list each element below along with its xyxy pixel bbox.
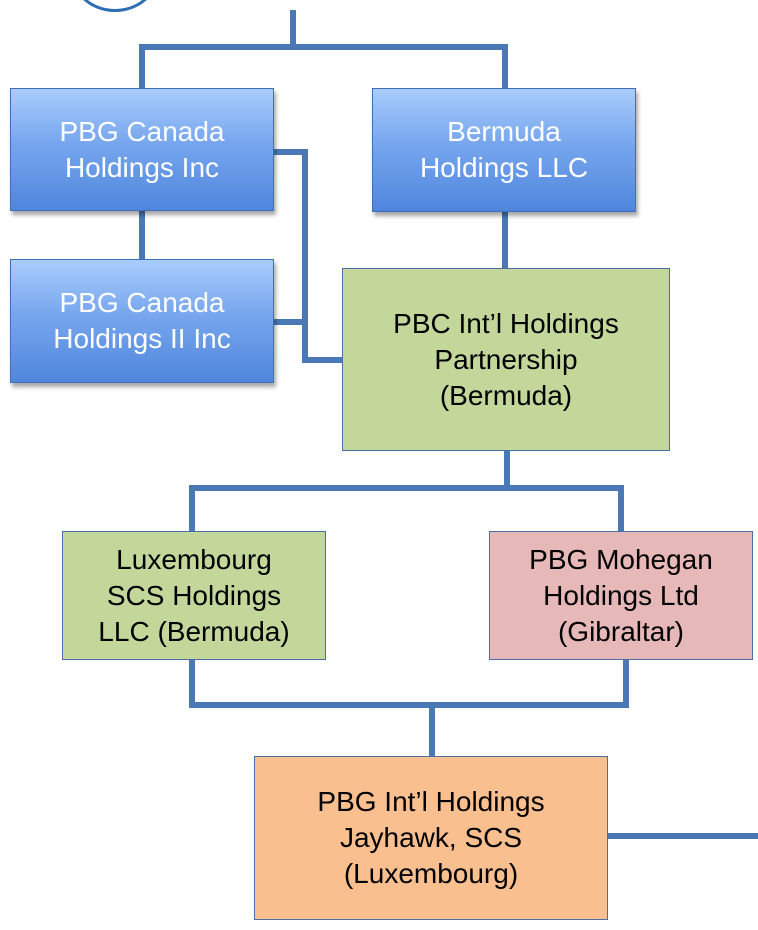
node-label-line: PBG Canada: [59, 115, 225, 147]
connector-top: [139, 10, 508, 88]
node-label-line: Holdings LLC: [419, 152, 589, 183]
node-pbg-canada-holdings: PBG Canada Holdings Inc: [10, 88, 274, 211]
node-pbg-intl-holdings-jayhawk: PBG Int’l Holdings Jayhawk, SCS (Luxembo…: [254, 756, 608, 920]
node-pbc-intl-holdings-partnership: PBC Int’l Holdings Partnership (Bermuda): [342, 268, 670, 451]
node-luxembourg-scs-holdings: Luxembourg SCS Holdings LLC (Bermuda): [62, 531, 326, 660]
node-label-line: SCS Holdings: [106, 579, 282, 611]
node-label-line: (Luxembourg): [343, 858, 519, 889]
node-pbg-mohegan-holdings: PBG Mohegan Holdings Ltd (Gibraltar): [489, 531, 753, 660]
node-label-line: PBG Canada: [59, 287, 225, 318]
node-label-line: PBG Int’l Holdings: [317, 786, 545, 817]
node-label-line: Holdings Inc: [64, 151, 220, 183]
node-label-line: Luxembourg: [116, 543, 272, 575]
node-label-line: Holdings II Inc: [53, 323, 231, 354]
connector-canada2-pbc: [274, 319, 342, 363]
node-label-line: (Bermuda): [439, 379, 573, 411]
connector-level3-jayhawk: [189, 660, 629, 756]
connector-canada1-pbc: [274, 149, 308, 322]
node-label-line: Partnership: [434, 343, 578, 375]
connector-pbc-level3: [189, 451, 624, 531]
node-label-line: Bermuda: [447, 116, 561, 147]
node-label-line: PBC Int’l Holdings: [393, 307, 619, 339]
node-label-line: Jayhawk, SCS: [339, 822, 523, 853]
node-label-line: LLC (Bermuda): [98, 615, 290, 647]
node-bermuda-holdings: Bermuda Holdings LLC: [372, 88, 636, 212]
node-label-line: (Gibraltar): [557, 615, 684, 647]
node-pbg-canada-holdings-ii: PBG Canada Holdings II Inc: [10, 259, 274, 383]
node-label-line: PBG Mohegan: [529, 543, 713, 575]
node-label-line: Holdings Ltd: [543, 579, 699, 611]
